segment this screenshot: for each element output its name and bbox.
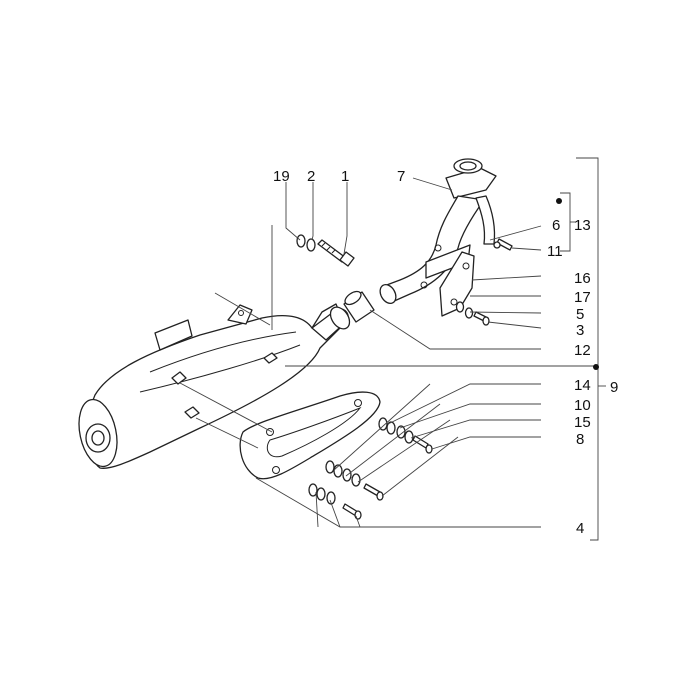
callout-17: 17 [574,289,591,306]
heat-shield [239,391,381,480]
exhaust-header-pipe [379,158,497,304]
bolt-assembly-1 [296,234,355,267]
bullet-marker-9 [593,364,599,370]
shield-fasteners-upper [378,417,433,454]
callout-4: 4 [576,520,584,537]
callout-1: 1 [341,168,349,185]
callout-6: 6 [552,217,560,234]
shield-fasteners-lower [308,483,362,520]
callout-2: 2 [307,168,315,185]
bullet-marker-13 [556,198,562,204]
callout-12: 12 [574,342,591,359]
muffler [78,303,351,469]
group-bracket-9 [576,157,606,541]
flange-bolt [493,238,513,251]
bracket-fasteners [455,301,490,326]
clamp-sleeve [343,290,375,323]
group-bracket-13 [560,192,576,252]
callout-3: 3 [576,322,584,339]
callout-14: 14 [574,377,591,394]
callout-13: 13 [574,217,591,234]
callout-16: 16 [574,270,591,287]
leader-lines [179,177,542,528]
callout-7: 7 [397,168,405,185]
callout-19: 19 [273,168,290,185]
callout-10: 10 [574,397,591,414]
callout-8: 8 [576,431,584,448]
header-bracket [439,251,475,317]
callout-11: 11 [547,243,563,260]
callout-15: 15 [574,414,591,431]
callout-5: 5 [576,306,584,323]
callout-9: 9 [610,379,618,396]
